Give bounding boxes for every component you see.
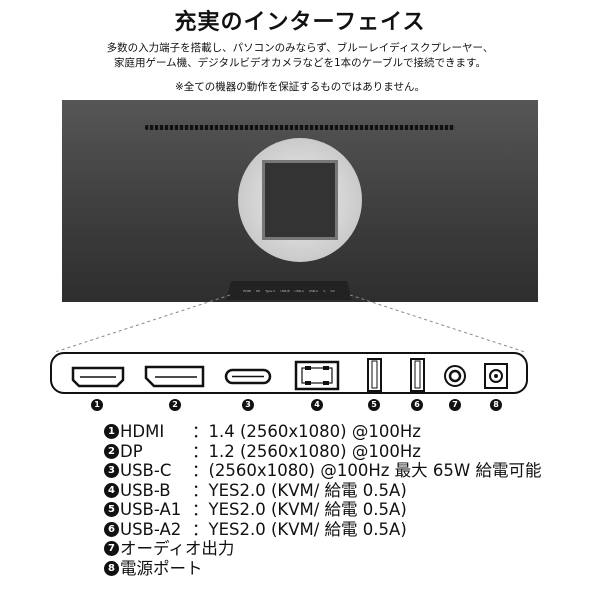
spec-port-name: USB-C (120, 461, 172, 480)
disclaimer-note: ※全ての機器の動作を保証するものではありません。 (175, 81, 425, 93)
spec-separator: ： (192, 441, 209, 461)
port-number: 7 (449, 399, 461, 411)
port-label: DC (330, 288, 335, 293)
dc-power-port-icon (484, 363, 508, 389)
port-number: 3 (242, 399, 254, 411)
intro-line-2: 家庭用ゲーム機、デジタルビデオカメラなどを1本のケーブルで接続できます。 (114, 57, 486, 69)
spec-separator: ： (192, 422, 209, 441)
spec-separator: ： (192, 500, 209, 519)
port-panel (50, 352, 528, 394)
audio-jack-icon (444, 365, 466, 387)
spec-number-badge: 6 (104, 521, 119, 537)
spec-port-name: USB-A2 (120, 519, 182, 539)
spec-number-badge: 5 (104, 502, 119, 517)
spec-port-name: オーディオ出力 (120, 539, 235, 558)
port-label: DP (256, 288, 261, 293)
spec-description: 1.2 (2560x1080) @100Hz (208, 441, 421, 461)
port-label: ⊙ (323, 288, 326, 293)
monitor-port-bar: HDMI DP Type-C USB-B USB-A USB-A ⊙ DC (226, 281, 352, 300)
spec-description: (2560x1080) @100Hz 最大 65W 給電可能 (208, 461, 542, 480)
port-label: USB-B (280, 288, 290, 293)
spec-number-badge: 3 (104, 463, 119, 478)
spec-port-name: USB-A1 (120, 500, 182, 519)
usb-a1-port-icon (367, 358, 382, 392)
spec-description: 1.4 (2560x1080) @100Hz (208, 422, 421, 441)
port-number: 4 (311, 399, 323, 411)
spec-port-name: USB-B (120, 480, 171, 500)
spec-number-badge: 7 (104, 541, 119, 556)
page-title: 充実のインターフェイス (174, 10, 426, 35)
usb-c-port-icon (224, 368, 272, 385)
port-number: 8 (490, 399, 502, 411)
usb-a2-port-icon (410, 358, 425, 392)
spec-port-name: 電源ポート (120, 558, 203, 578)
port-number: 5 (368, 399, 380, 411)
spec-port-name: HDMI (120, 422, 165, 441)
spec-number-badge: 8 (104, 560, 119, 576)
dp-port-icon (144, 365, 205, 388)
port-number: 2 (169, 399, 181, 411)
port-label: USB-A (308, 288, 318, 293)
hdmi-port-icon (71, 366, 125, 388)
port-number: 6 (411, 399, 423, 411)
spec-port-name: DP (120, 441, 143, 461)
vesa-plate (262, 160, 338, 240)
usb-b-port-icon (294, 360, 340, 391)
vent (145, 125, 455, 130)
spec-description: YES2.0 (KVM/ 給電 0.5A) (208, 519, 407, 539)
port-label: HDMI (243, 288, 252, 293)
spec-description: YES2.0 (KVM/ 給電 0.5A) (208, 500, 407, 519)
spec-separator: ： (192, 480, 209, 500)
port-label: USB-A (294, 288, 304, 293)
intro-line-1: 多数の入力端子を搭載し、パソコンのみならず、ブルーレイディスクプレーヤー、 (106, 42, 494, 54)
spec-number-badge: 4 (104, 482, 119, 498)
spec-number-badge: 1 (104, 424, 119, 439)
spec-number-badge: 2 (104, 443, 119, 459)
spec-separator: ： (192, 461, 209, 480)
spec-separator: ： (192, 519, 209, 539)
port-label: Type-C (265, 288, 276, 293)
spec-description: YES2.0 (KVM/ 給電 0.5A) (208, 480, 407, 500)
port-number: 1 (91, 399, 103, 411)
